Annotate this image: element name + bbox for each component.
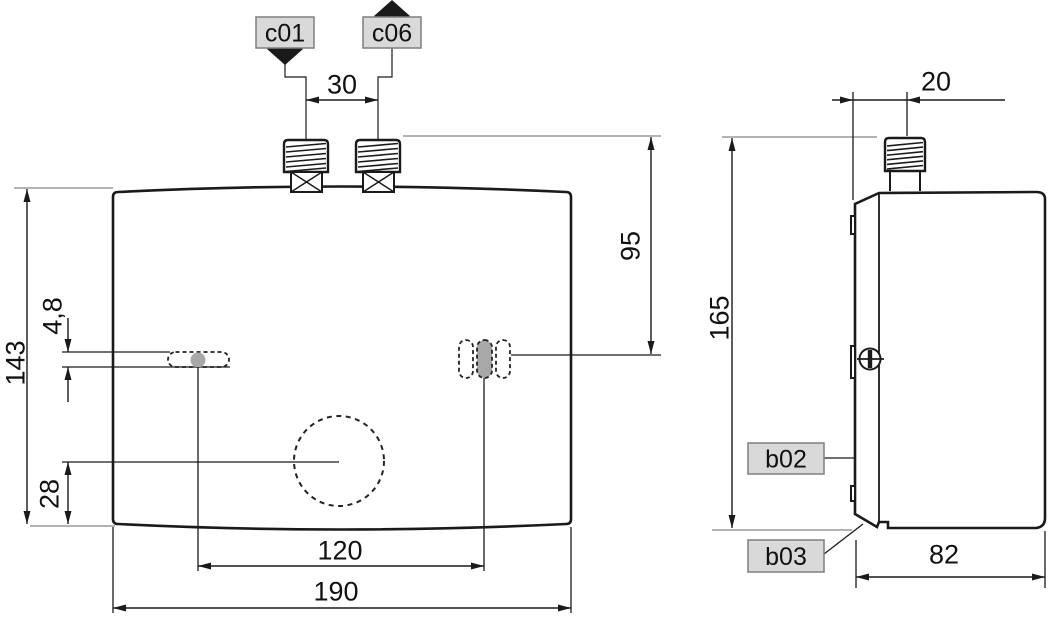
dim-keyhole-spacing-text: 120 [317,535,362,565]
dim-port-offset-text: 20 [921,66,951,96]
side-fitting [883,136,927,191]
front-gray-extension-lines [14,135,661,527]
dim-total-height: 165 [704,138,736,528]
keyhole-pill-3 [495,339,511,379]
inlet-thread-hatch [285,142,327,173]
callout-b03: b03 [747,523,864,573]
dim-body-depth: 82 [855,531,1046,588]
port-label-c06: c06 [362,0,422,49]
side-body-outline [853,190,1047,530]
dim-body-width: 190 [112,527,572,613]
dim-port-spacing: 30 [306,69,378,104]
callout-b02: b02 [747,442,855,475]
dim-port-to-keyhole: 95 [511,137,661,356]
outlet-thread-hatch [357,142,399,173]
outlet-fitting [354,138,402,193]
inlet-fitting [282,138,330,193]
dim-keyhole-spacing: 120 [197,367,485,571]
dim-knob-offset: 28 [34,461,339,524]
dim-total-height-text: 165 [704,295,734,340]
callout-b03-text: b03 [765,543,807,571]
dim-body-height-text: 143 [0,340,30,385]
dim-body-width-text: 190 [313,576,358,606]
front-view: c01 c06 30 143 [0,0,661,613]
dim-port-to-keyhole-text: 95 [615,231,645,261]
front-hidden-features [167,339,511,507]
callout-b02-text: b02 [765,445,807,473]
keyhole-pill-1 [458,339,474,379]
dim-body-depth-text: 82 [929,539,959,569]
side-thread-hatch [886,141,924,170]
side-gray-extension-lines [712,136,877,531]
control-knob-circle [293,415,385,507]
dim-port-offset: 20 [832,66,1005,200]
side-view: 20 165 82 b02 b03 [704,66,1047,588]
screw-head-dot [190,352,206,368]
port-label-c06-text: c06 [372,19,412,47]
port-leader-lines [284,48,393,140]
dim-port-spacing-text: 30 [327,69,357,99]
dim-body-height: 143 [0,189,31,524]
port-label-c01: c01 [255,16,315,65]
dim-knob-offset-text: 28 [34,479,64,509]
dim-slot-height: 4,8 [37,297,230,402]
keyhole-pill-2 [476,339,493,379]
port-label-c01-text: c01 [265,19,305,47]
dim-slot-height-text: 4,8 [37,297,67,335]
side-clip-tabs [850,215,856,502]
front-body-outline [111,185,573,531]
cover-screw-icon [857,347,884,371]
